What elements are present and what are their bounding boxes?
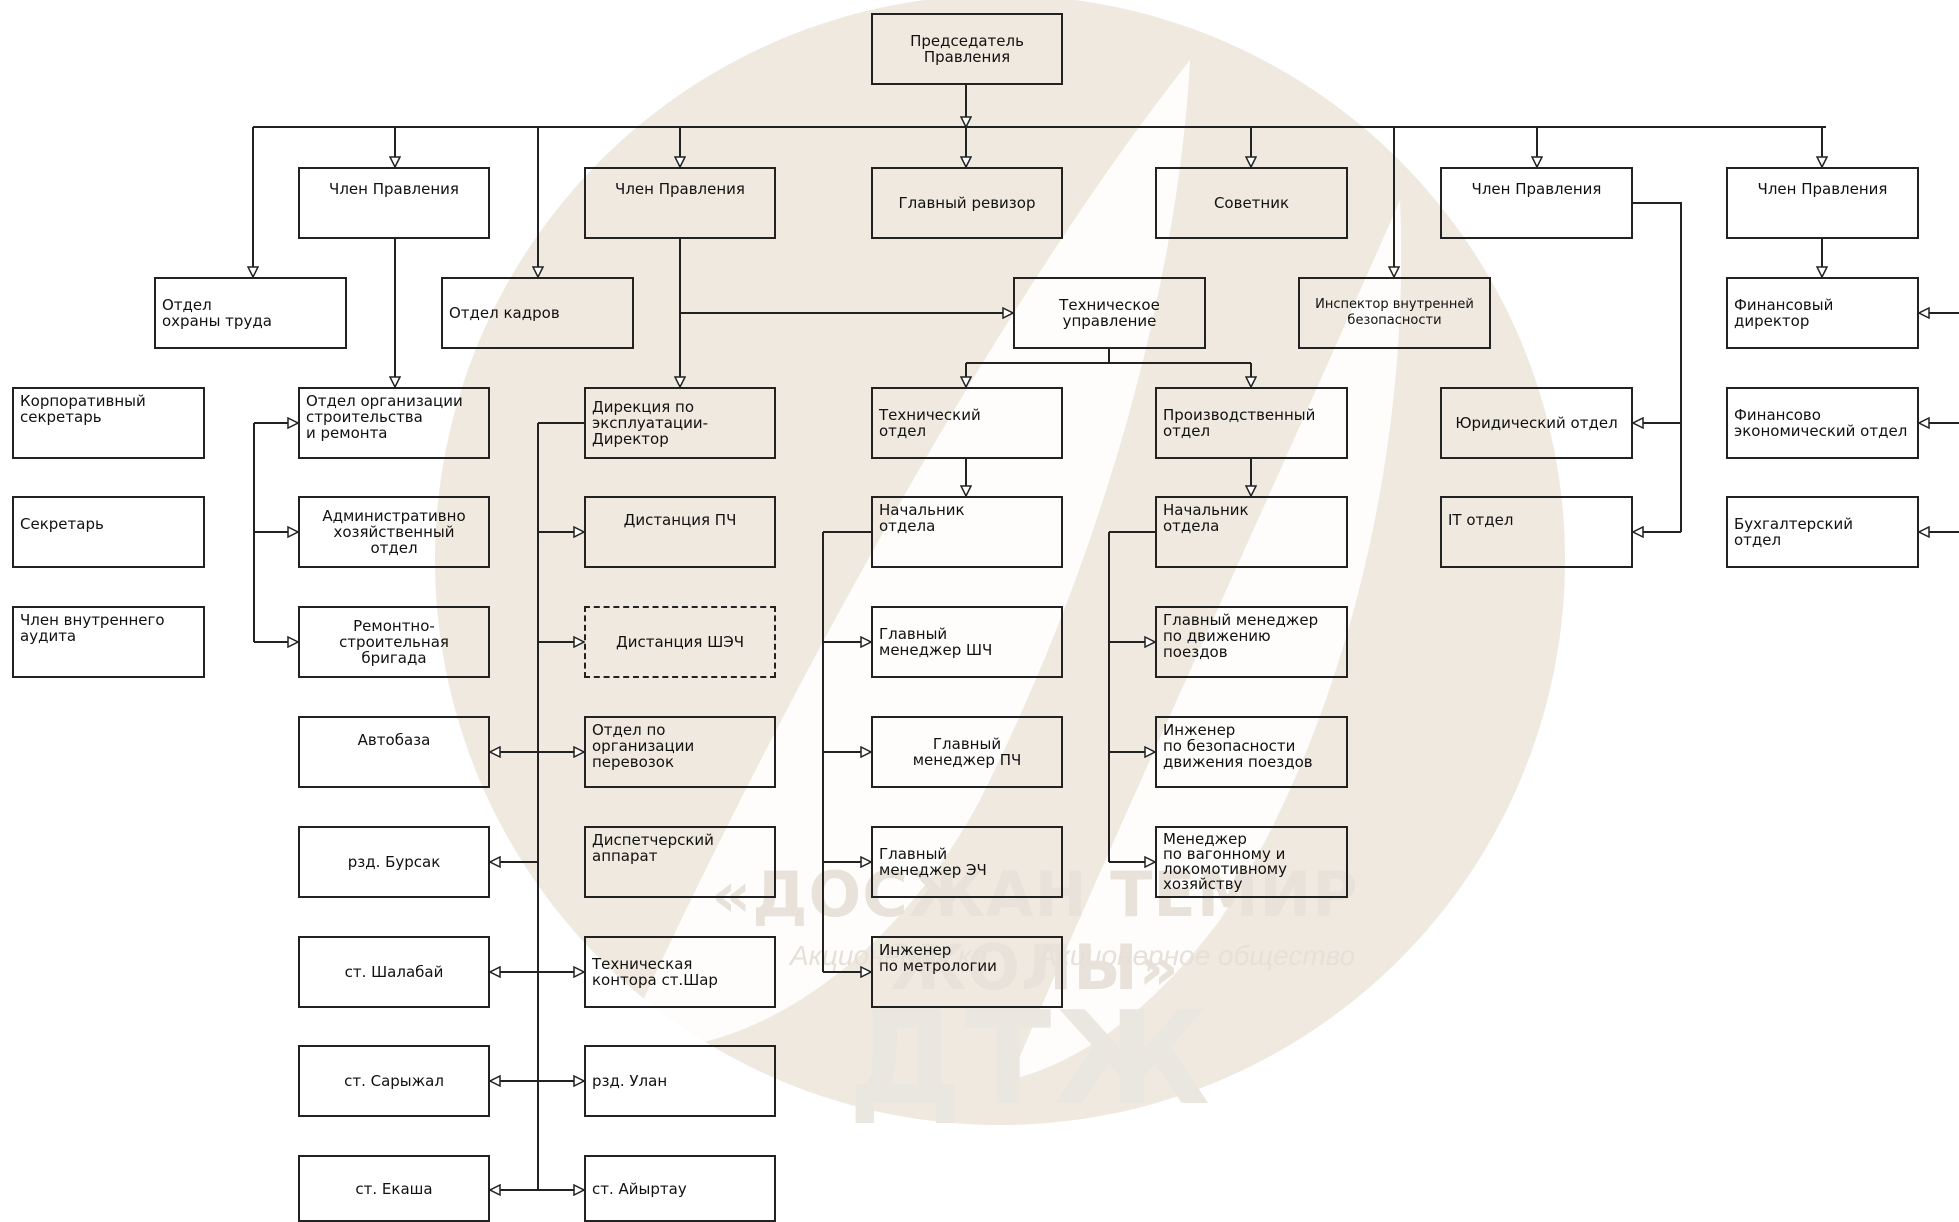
node-board-member-1[interactable]: Член Правления <box>298 167 490 239</box>
connector-bm3-trunk <box>1633 202 1682 532</box>
node-chief-auditor[interactable]: Главный ревизор <box>871 167 1063 239</box>
node-head-dept-1[interactable]: Начальник отдела <box>871 496 1063 568</box>
node-traffic-manager[interactable]: Главный менеджер по движению поездов <box>1155 606 1348 678</box>
node-fin-econ-dept[interactable]: Финансово экономический отдел <box>1726 387 1919 459</box>
node-rolling-stock-manager[interactable]: Менеджер по вагонному и локомотивному хо… <box>1155 826 1348 898</box>
node-safety-engineer[interactable]: Инженер по безопасности движения поездов <box>1155 716 1348 788</box>
node-admin-dept[interactable]: Административно хозяйственный отдел <box>298 496 490 568</box>
node-st-shalabay[interactable]: ст. Шалабай <box>298 936 490 1008</box>
node-tech-office[interactable]: Техническая контора ст.Шар <box>584 936 776 1008</box>
node-rzd-bursak[interactable]: рзд. Бурсак <box>298 826 490 898</box>
node-hr-dept[interactable]: Отдел кадров <box>441 277 634 349</box>
node-repair-brigade[interactable]: Ремонтно- строительная бригада <box>298 606 490 678</box>
node-chief-manager-pch[interactable]: Главный менеджер ПЧ <box>871 716 1063 788</box>
node-accounting-dept[interactable]: Бухгалтерский отдел <box>1726 496 1919 568</box>
node-secretary[interactable]: Секретарь <box>12 496 205 568</box>
node-board-member-4[interactable]: Член Правления <box>1726 167 1919 239</box>
node-board-member-2[interactable]: Член Правления <box>584 167 776 239</box>
node-board-member-3[interactable]: Член Правления <box>1440 167 1633 239</box>
node-motor-depot[interactable]: Автобаза <box>298 716 490 788</box>
node-transport-dept[interactable]: Отдел по организации перевозок <box>584 716 776 788</box>
node-distance-pch[interactable]: Дистанция ПЧ <box>584 496 776 568</box>
node-advisor[interactable]: Советник <box>1155 167 1348 239</box>
node-head-dept-2[interactable]: Начальник отдела <box>1155 496 1348 568</box>
node-internal-security[interactable]: Инспектор внутренней безопасности <box>1298 277 1491 349</box>
node-dispatch[interactable]: Диспетчерский аппарат <box>584 826 776 898</box>
node-it-dept[interactable]: IT отдел <box>1440 496 1633 568</box>
node-operations-directorate[interactable]: Дирекция по эксплуатации- Директор <box>584 387 776 459</box>
node-cfo[interactable]: Финансовый директор <box>1726 277 1919 349</box>
node-st-ekasha[interactable]: ст. Екаша <box>298 1155 490 1222</box>
node-internal-audit[interactable]: Член внутреннего аудита <box>12 606 205 678</box>
node-metrology-engineer[interactable]: Инженер по метрологии <box>871 936 1063 1008</box>
node-construction-dept[interactable]: Отдел организации строительства и ремонт… <box>298 387 490 459</box>
node-rzd-ulan[interactable]: рзд. Улан <box>584 1045 776 1117</box>
node-technical-dept[interactable]: Технический отдел <box>871 387 1063 459</box>
node-chief-manager-ech[interactable]: Главный менеджер ЭЧ <box>871 826 1063 898</box>
node-labor-safety[interactable]: Отдел охраны труда <box>154 277 347 349</box>
node-st-saryzhal[interactable]: ст. Сарыжал <box>298 1045 490 1117</box>
node-production-dept[interactable]: Производственный отдел <box>1155 387 1348 459</box>
node-corporate-secretary[interactable]: Корпоративный секретарь <box>12 387 205 459</box>
node-chairman[interactable]: Председатель Правления <box>871 13 1063 85</box>
node-technical-directorate[interactable]: Техническое управление <box>1013 277 1206 349</box>
node-legal-dept[interactable]: Юридический отдел <box>1440 387 1633 459</box>
node-distance-shch[interactable]: Дистанция ШЭЧ <box>584 606 776 678</box>
node-st-aiyrtau[interactable]: ст. Айыртау <box>584 1155 776 1222</box>
node-chief-manager-shch[interactable]: Главный менеджер ШЧ <box>871 606 1063 678</box>
